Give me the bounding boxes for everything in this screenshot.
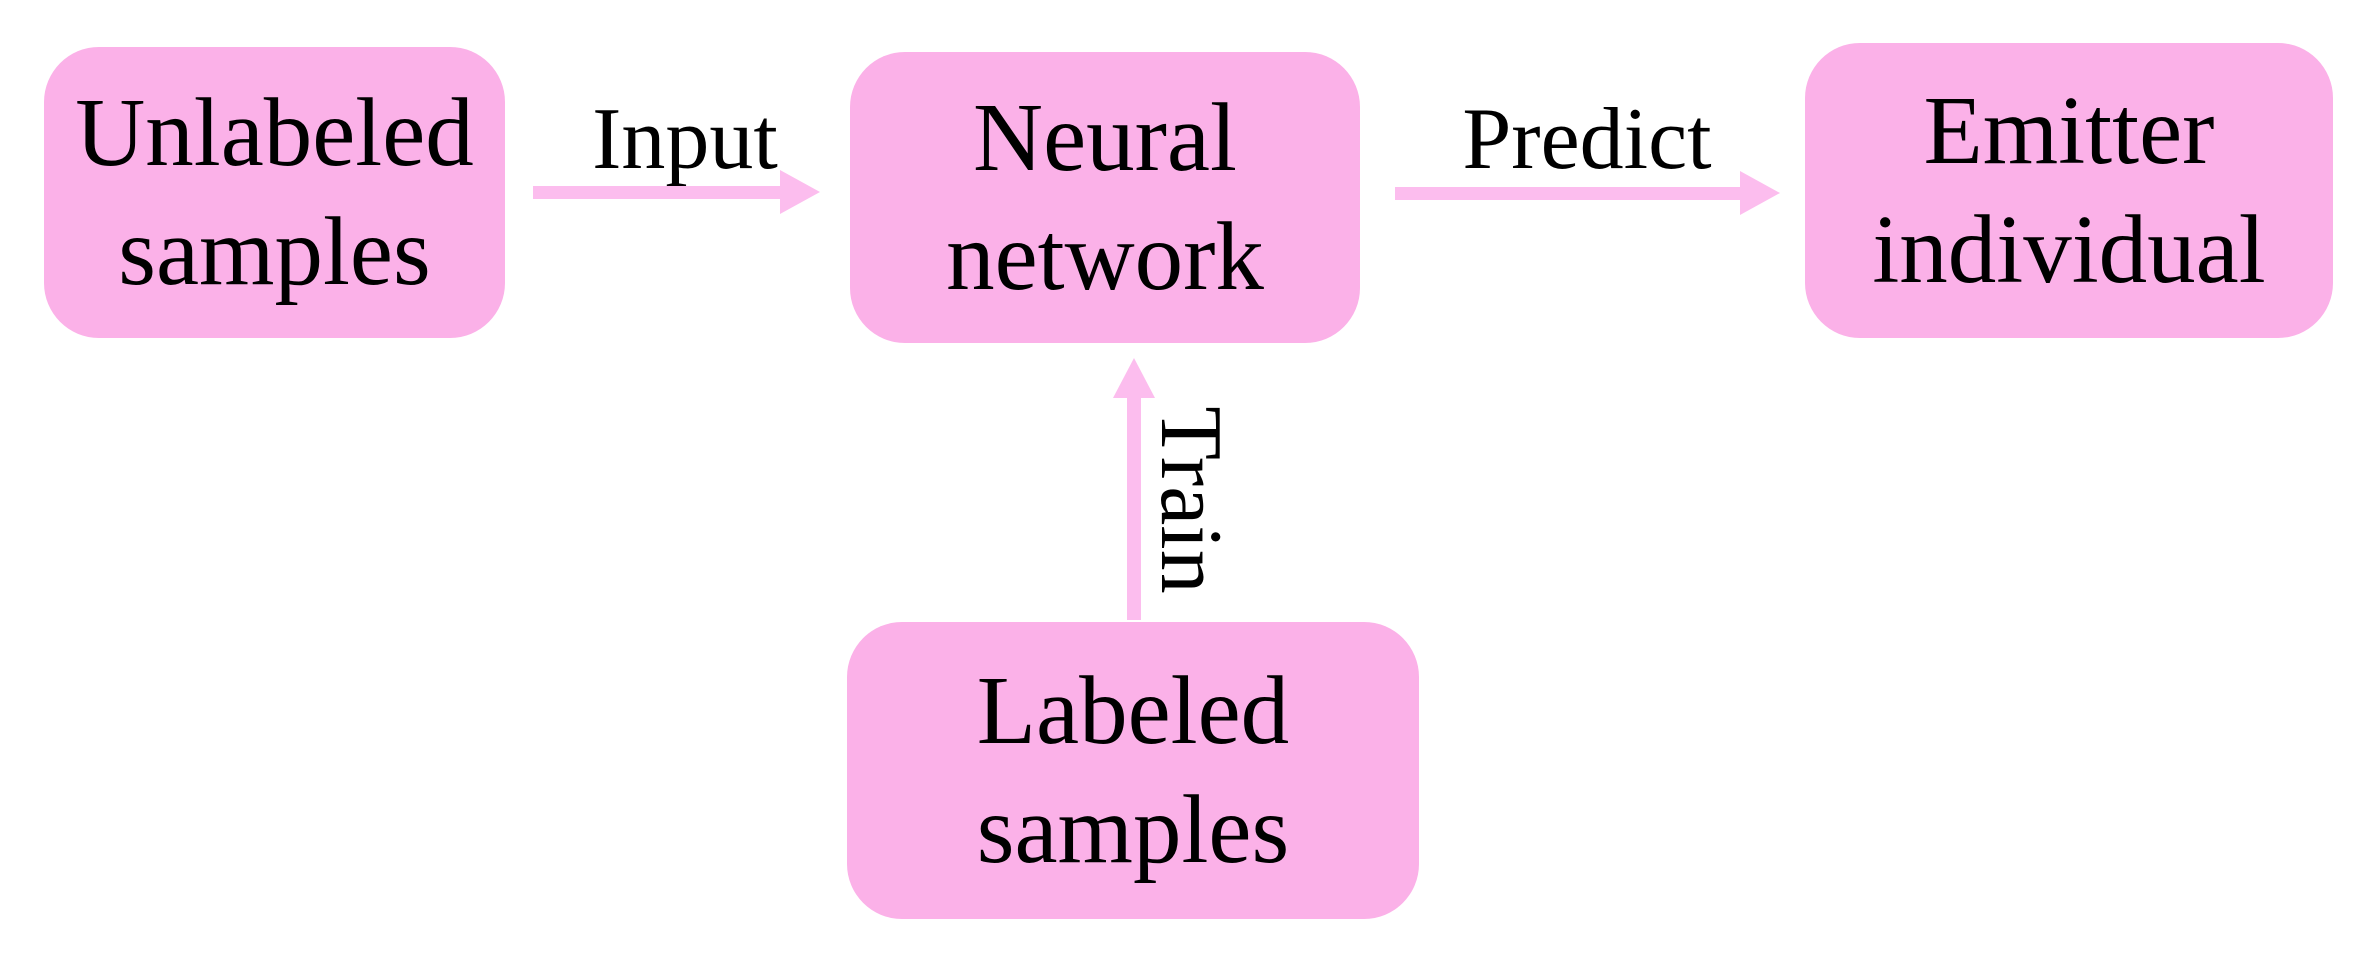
train-arrow-head-icon (1113, 358, 1155, 398)
train-arrow-shaft (1127, 395, 1141, 620)
edge-label-predict: Predict (1462, 91, 1712, 188)
edge-label-train: Train (1142, 406, 1239, 594)
node-unlabeled-samples-label: Unlabeled samples (75, 79, 474, 305)
node-emitter-individual: Emitter individual (1805, 43, 2333, 338)
node-labeled-samples-label: Labeled samples (976, 657, 1290, 883)
predict-arrow-shaft (1395, 187, 1743, 200)
input-arrow-shaft (533, 186, 783, 199)
node-unlabeled-samples: Unlabeled samples (44, 47, 505, 338)
predict-arrow-head-icon (1740, 171, 1780, 215)
node-neural-network: Neural network (850, 52, 1360, 343)
input-arrow-head-icon (780, 170, 820, 214)
node-emitter-individual-label: Emitter individual (1872, 77, 2266, 303)
edge-label-input: Input (592, 91, 778, 188)
node-neural-network-label: Neural network (946, 84, 1264, 310)
node-labeled-samples: Labeled samples (847, 622, 1419, 919)
